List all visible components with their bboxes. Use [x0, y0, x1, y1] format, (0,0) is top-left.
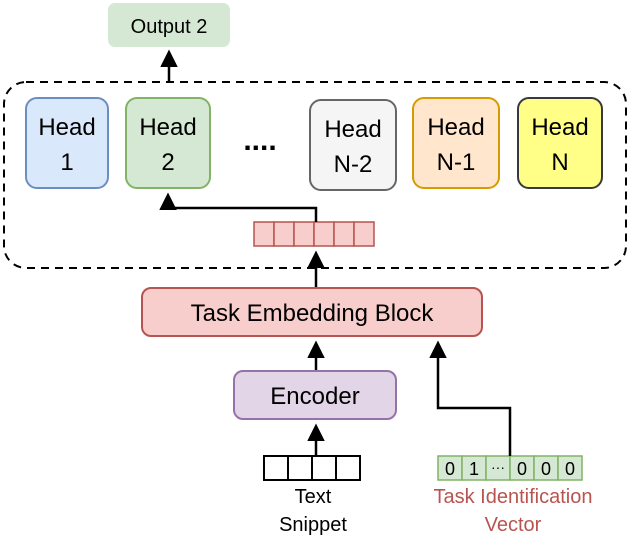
embedding-cell [253, 221, 275, 247]
text-snippet-label-line2: Snippet [279, 514, 347, 536]
head-n-1-label-line1: Head [427, 114, 484, 141]
text-snippet-vector [263, 455, 361, 481]
head-n-label-line2: N [551, 149, 568, 176]
heads-container [3, 81, 627, 269]
task-embedding-block-label: Task Embedding Block [191, 300, 435, 327]
arrow-embedding-to-head-2 [159, 192, 318, 222]
head-n-1-label-line2: N-1 [437, 149, 476, 176]
task-id-cell-value: 0 [517, 459, 527, 479]
task-id-vector: 0 1 ··· 0 0 0 [437, 455, 583, 481]
embedding-cell [333, 221, 355, 247]
head-1-label-line1: Head [38, 114, 95, 141]
text-snippet-label-line1: Text [295, 486, 332, 508]
text-cell [287, 455, 313, 481]
task-id-label-line1: Task Identification [434, 486, 593, 508]
encoder-label: Encoder [270, 383, 359, 410]
task-id-cell-value: ··· [491, 459, 505, 475]
head-1-box [25, 97, 109, 189]
output-box [108, 3, 230, 47]
embedding-cell [313, 221, 335, 247]
task-id-cell [557, 455, 583, 481]
arrow-task-id-to-block [429, 340, 512, 456]
heads-ellipsis: .... [243, 124, 276, 157]
head-2-label-line1: Head [139, 114, 196, 141]
task-id-cell-value: 1 [469, 459, 479, 479]
task-id-cell-value: 0 [565, 459, 575, 479]
task-id-label-line2: Vector [485, 514, 542, 536]
task-id-cell-value: 0 [445, 459, 455, 479]
head-n-2-label-line1: Head [324, 116, 381, 143]
task-id-cell-value: 0 [541, 459, 551, 479]
head-1-label-line2: 1 [60, 149, 73, 176]
head-n-box [517, 97, 603, 189]
embedding-cell [293, 221, 315, 247]
head-n-2-label-line2: N-2 [334, 151, 373, 178]
encoder-box [233, 370, 397, 420]
task-id-cell [533, 455, 559, 481]
task-embedding-block [141, 287, 483, 337]
text-cell [263, 455, 289, 481]
head-n: Head N [517, 97, 603, 189]
head-1: Head 1 [25, 97, 109, 189]
head-n-label-line1: Head [531, 114, 588, 141]
head-2-label-line2: 2 [161, 149, 174, 176]
output-label: Output 2 [131, 16, 208, 38]
embedding-cell [273, 221, 295, 247]
head-2: Head 2 [125, 97, 211, 189]
text-cell [335, 455, 361, 481]
head-n-1: Head N-1 [412, 97, 500, 189]
head-n-2-box [309, 99, 397, 191]
head-n-1-box [412, 97, 500, 189]
head-2-box [125, 97, 211, 189]
text-cell [311, 455, 337, 481]
embedding-vector [253, 221, 375, 247]
embedding-cell [353, 221, 375, 247]
head-n-2: Head N-2 [309, 99, 397, 191]
